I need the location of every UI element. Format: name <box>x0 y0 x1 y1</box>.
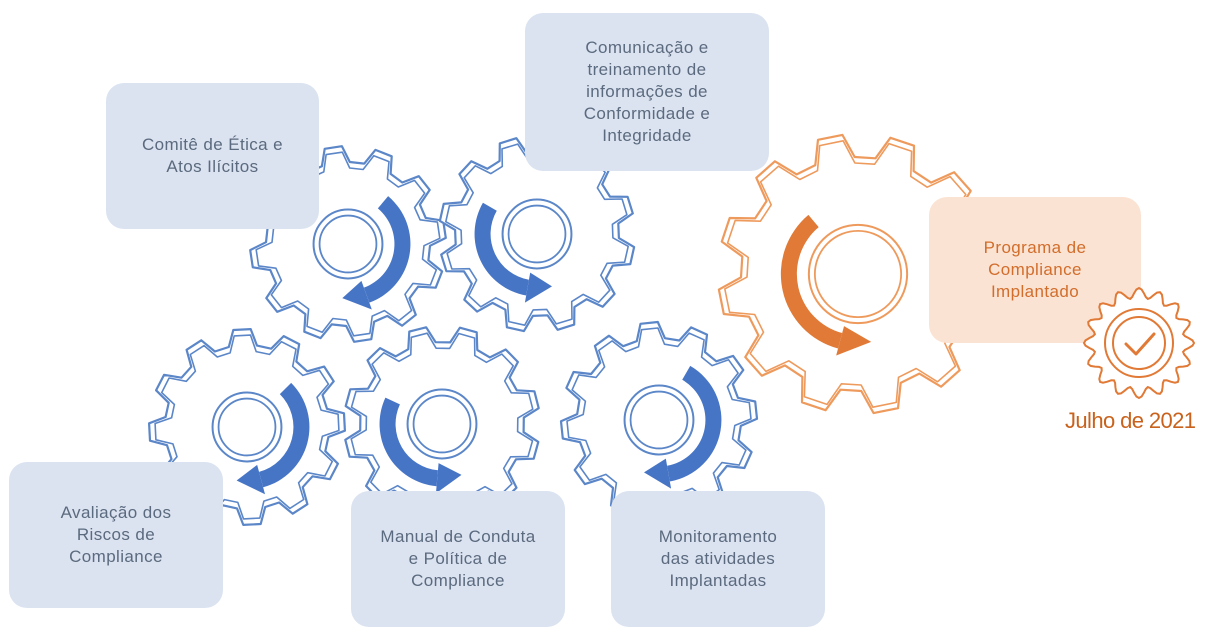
badge-scalloped-outline <box>1082 286 1196 400</box>
step-box-ethics-committee: Comitê de Ética e Atos Ilícitos <box>106 83 319 229</box>
rotate-arrow-icon <box>236 382 310 495</box>
implementation-date: Julho de 2021 <box>1065 408 1196 433</box>
certificate-badge-icon <box>1082 286 1196 400</box>
rotate-arrow-icon <box>780 214 872 356</box>
badge-ring <box>1104 308 1174 378</box>
step-label-ethics-committee: Comitê de Ética e Atos Ilícitos <box>142 135 283 176</box>
step-box-conduct-manual: Manual de Conduta e Política de Complian… <box>351 491 565 627</box>
step-label-risk-assessment: Avaliação dos Riscos de Compliance <box>60 503 172 566</box>
rotate-arrow-icon <box>474 202 553 303</box>
step-label-conduct-manual: Manual de Conduta e Política de Complian… <box>380 527 536 590</box>
gear-icon <box>344 326 540 522</box>
step-box-communication-training: Comunicação e treinamento de informações… <box>525 13 769 171</box>
rotate-arrow-icon <box>643 365 722 489</box>
step-box-risk-assessment: Avaliação dos Riscos de Compliance <box>9 462 223 608</box>
gear-icon <box>559 320 759 520</box>
rotate-arrow-icon <box>379 397 462 494</box>
badge-inner-ring <box>1112 316 1166 370</box>
result-label: Programa de Compliance Implantado <box>983 238 1087 301</box>
gear-icon <box>717 133 999 415</box>
step-box-monitoring: Monitoramento das atividades Implantadas <box>611 491 825 627</box>
rotate-arrow-icon <box>342 196 411 310</box>
check-icon <box>1124 332 1156 356</box>
step-label-communication-training: Comunicação e treinamento de informações… <box>583 38 711 145</box>
step-label-monitoring: Monitoramento das atividades Implantadas <box>658 527 778 590</box>
